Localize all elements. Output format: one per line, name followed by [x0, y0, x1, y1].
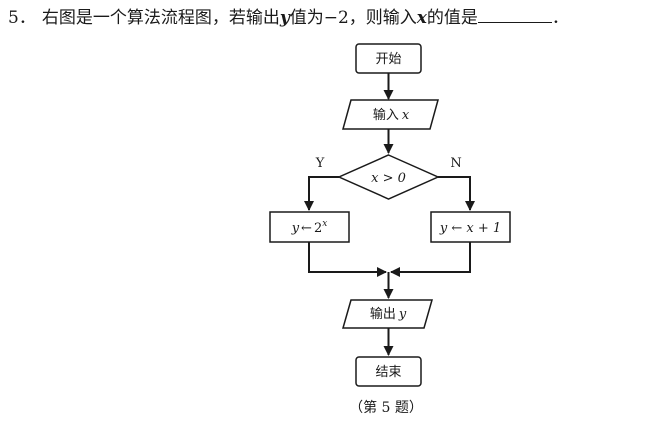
- question-var-y: y: [279, 8, 290, 28]
- question-tail: ．: [551, 8, 569, 28]
- question-part-2: 值为: [289, 8, 324, 28]
- answer-blank[interactable]: [477, 6, 552, 23]
- yes-process-label: y←2x: [291, 219, 328, 236]
- start-label: 开始: [375, 52, 401, 67]
- question-part-4: 的值是: [426, 8, 478, 28]
- yes-process-arrow: ←: [301, 221, 312, 236]
- yes-label: Y: [315, 156, 325, 171]
- decision-diamond: [337, 154, 440, 200]
- no-process-label: y ← x + 1: [439, 221, 501, 236]
- input-prefix: 输入: [373, 107, 399, 123]
- input-box: [342, 99, 439, 130]
- yes-process-lhs: y: [291, 221, 300, 236]
- arrow-yes-branch: [304, 176, 339, 211]
- end-label: 结束: [375, 365, 401, 380]
- merge-line-left: [308, 242, 387, 277]
- question-number: 5．: [8, 8, 36, 28]
- merge-line-right: [390, 242, 471, 277]
- question-value: −2: [323, 8, 349, 28]
- input-var: x: [402, 108, 410, 123]
- output-prefix: 输出: [370, 306, 396, 322]
- no-process-box: [430, 211, 511, 243]
- end-box: [355, 356, 422, 387]
- yes-process-exp: x: [322, 219, 327, 229]
- yes-process-base: 2: [314, 221, 322, 236]
- decision-label: x > 0: [371, 171, 406, 186]
- figure-caption: （第 5 题）: [349, 399, 423, 416]
- yes-process-box: [269, 211, 350, 243]
- output-var: y: [398, 307, 407, 322]
- question-part-3: ，则输入: [348, 8, 417, 28]
- question-var-x: x: [416, 8, 427, 28]
- question-text: 5．右图是一个算法流程图，若输出y值为−2，则输入x的值是 ．: [8, 4, 648, 32]
- question-part-1: 右图是一个算法流程图，若输出: [41, 8, 280, 28]
- arrow-no-branch: [438, 176, 475, 211]
- no-label: N: [450, 156, 461, 171]
- output-box: [342, 299, 433, 329]
